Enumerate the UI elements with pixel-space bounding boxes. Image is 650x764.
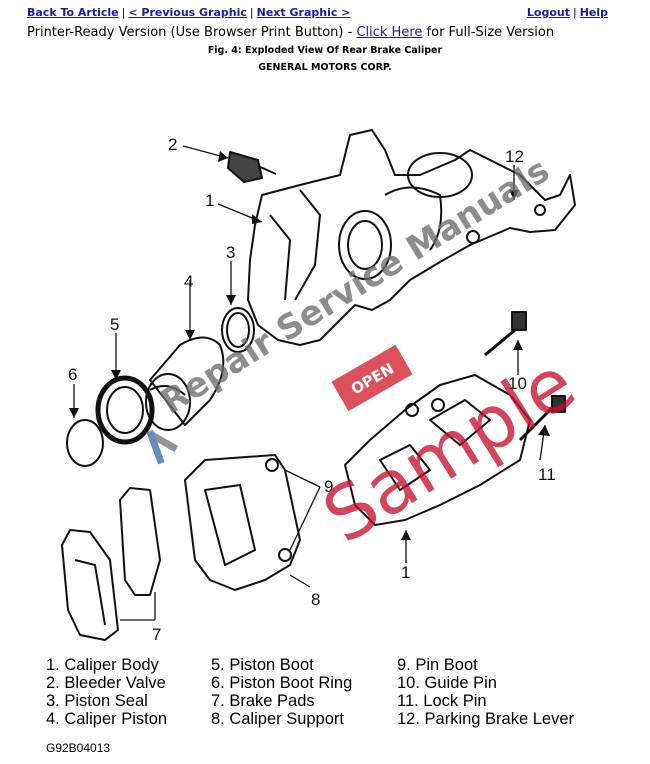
help-link[interactable]: Help: [579, 6, 608, 19]
printer-prefix: Printer-Ready Version (Use Browser Print…: [27, 25, 357, 40]
figure-title: Fig. 4: Exploded View Of Rear Brake Cali…: [207, 45, 443, 56]
legend-item: 8. Caliper Support: [211, 710, 344, 728]
logout-link[interactable]: Logout: [526, 6, 570, 19]
legend-item: 10. Guide Pin: [397, 674, 497, 692]
caliper-support-part: [184, 454, 301, 591]
printer-ready-line: Printer-Ready Version (Use Browser Print…: [27, 25, 554, 40]
printer-suffix: for Full-Size Version: [422, 25, 555, 40]
open-badge: OPEN: [328, 342, 416, 414]
callout-1-upper: 1: [205, 191, 214, 210]
callout-2: 2: [168, 135, 177, 154]
guide-pin-part: [484, 328, 516, 357]
callout-12: 12: [505, 147, 524, 166]
figure-code: G92B04013: [46, 741, 111, 755]
previous-graphic-link[interactable]: < Previous Graphic: [128, 6, 247, 19]
caliper-bore: [338, 210, 392, 280]
callout-6: 6: [68, 365, 77, 384]
legend-item: 6. Piston Boot Ring: [211, 674, 353, 692]
nav-separator: |: [249, 6, 254, 19]
legend-item: 5. Piston Boot: [211, 656, 314, 674]
brake-pad-outer: [61, 529, 119, 641]
click-here-link[interactable]: Click Here: [356, 25, 423, 40]
back-to-article-link[interactable]: Back To Article: [27, 6, 119, 19]
legend-item: 4. Caliper Piston: [46, 710, 168, 728]
piston-boot-part: [95, 375, 155, 445]
legend-item: 2. Bleeder Valve: [46, 674, 166, 692]
legend-item: 1. Caliper Body: [46, 656, 159, 674]
callout-3: 3: [226, 243, 235, 262]
caliper-body-part: [247, 129, 576, 346]
legend-item: 3. Piston Seal: [46, 692, 148, 710]
account-navigation: Logout|Help: [527, 6, 608, 19]
piston-boot-ring-part: [66, 419, 104, 467]
callout-8: 8: [311, 590, 320, 609]
top-navigation: Back To Article|< Previous Graphic|Next …: [27, 6, 350, 19]
bleeder-valve-part: [227, 151, 263, 183]
callout-11: 11: [538, 465, 556, 484]
piston-seal-part: [221, 307, 255, 353]
legend-column-2: 5. Piston Boot 6. Piston Boot Ring 7. Br…: [211, 656, 352, 728]
callout-7: 7: [152, 625, 161, 644]
wrench-icon: [146, 429, 178, 465]
legend-item: 7. Brake Pads: [211, 692, 315, 710]
callout-9: 9: [324, 477, 333, 496]
callout-10: 10: [508, 374, 527, 393]
legend-column-1: 1. Caliper Body 2. Bleeder Valve 3. Pist…: [46, 656, 167, 728]
callout-4: 4: [184, 272, 193, 291]
legend-item: 12. Parking Brake Lever: [397, 710, 575, 728]
figure-credit: GENERAL MOTORS CORP.: [258, 62, 392, 73]
lock-pin-part: [518, 403, 557, 442]
legend-item: 11. Lock Pin: [397, 692, 487, 710]
brake-pad-inner: [119, 487, 161, 596]
callout-5: 5: [110, 315, 119, 334]
nav-separator: |: [572, 6, 577, 19]
caliper-piston-part: [149, 336, 225, 426]
next-graphic-link[interactable]: Next Graphic >: [256, 6, 351, 19]
callout-1-lower: 1: [401, 563, 410, 582]
legend-item: 9. Pin Boot: [397, 656, 478, 674]
legend-column-3: 9. Pin Boot 10. Guide Pin 11. Lock Pin 1…: [397, 656, 574, 728]
nav-separator: |: [121, 6, 126, 19]
lower-caliper-assembly: [344, 374, 531, 526]
